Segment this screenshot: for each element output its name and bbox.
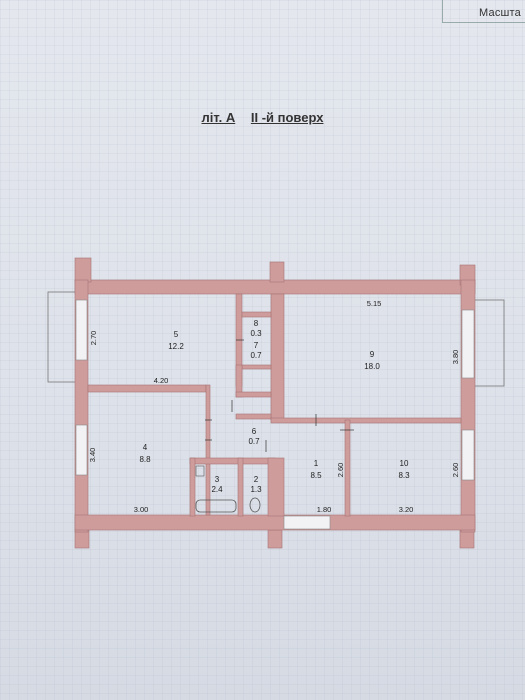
wall-stub <box>74 529 90 549</box>
plan-title: літ. А II -й поверх <box>0 110 525 125</box>
dimension-label: 2.60 <box>336 463 345 478</box>
room-6-number: 6 <box>252 427 257 436</box>
wall-bottom <box>74 514 476 531</box>
wall-partition <box>189 457 196 517</box>
dimension-label: 2.60 <box>451 463 460 478</box>
toilet-icon <box>249 497 261 513</box>
title-floor: II -й поверх <box>250 110 324 125</box>
room-6-area: 0.7 <box>248 437 260 446</box>
wall-stub <box>269 261 285 283</box>
wall-partition <box>237 457 244 517</box>
frame-line <box>442 22 525 23</box>
room-8-number: 8 <box>254 319 259 328</box>
dimension-label: 4.20 <box>154 376 169 385</box>
room-9-area: 18.0 <box>364 362 380 371</box>
room-7-number: 7 <box>254 341 259 350</box>
wall-partition <box>344 419 351 517</box>
room-1-area: 8.5 <box>310 471 322 480</box>
wall-partition <box>270 293 285 421</box>
room-5-number: 5 <box>174 330 179 339</box>
wall-partition <box>267 457 285 517</box>
wall-stub <box>459 529 475 549</box>
bathtub-icon <box>195 465 237 513</box>
windows <box>75 299 475 530</box>
window <box>283 515 331 530</box>
balcony-left <box>47 291 77 383</box>
wall-partition <box>241 364 272 370</box>
wall-stub <box>74 257 92 283</box>
room-10-number: 10 <box>400 459 409 468</box>
room-2-number: 2 <box>254 475 259 484</box>
wall-stub <box>267 529 283 549</box>
room-9-number: 9 <box>370 350 375 359</box>
dimension-label: 3.80 <box>451 350 460 365</box>
wall-partition <box>270 417 462 424</box>
dimension-label: 3.20 <box>399 505 414 514</box>
wall-partition <box>241 311 272 318</box>
dimension-label: 5.15 <box>367 299 382 308</box>
window <box>461 309 475 379</box>
room-5-area: 12.2 <box>168 342 184 351</box>
room-7-area: 0.7 <box>250 351 262 360</box>
wall-partition <box>235 413 272 420</box>
frame-line <box>442 0 443 22</box>
room-3-number: 3 <box>215 475 220 484</box>
title-building-letter: літ. А <box>201 110 236 125</box>
balcony-right <box>471 299 505 387</box>
room-1-number: 1 <box>314 459 319 468</box>
wall-partition <box>205 384 211 516</box>
wall-partition <box>189 457 276 465</box>
dimension-label: 3.40 <box>88 448 97 463</box>
scale-label: Масшта <box>479 7 521 19</box>
window <box>75 424 88 476</box>
dimension-label: 2.70 <box>89 331 98 346</box>
wall-partition <box>235 391 272 398</box>
window <box>461 429 475 481</box>
room-2-area: 1.3 <box>250 485 262 494</box>
room-3-area: 2.4 <box>211 485 223 494</box>
room-10-area: 8.3 <box>398 471 410 480</box>
room-8-area: 0.3 <box>250 329 262 338</box>
dimension-label: 1.80 <box>317 505 332 514</box>
dimension-label: 3.00 <box>134 505 149 514</box>
room-4-number: 4 <box>143 443 148 452</box>
wall-partition <box>87 384 207 393</box>
window <box>75 299 88 361</box>
room-4-area: 8.8 <box>139 455 151 464</box>
door-marks <box>205 339 354 452</box>
